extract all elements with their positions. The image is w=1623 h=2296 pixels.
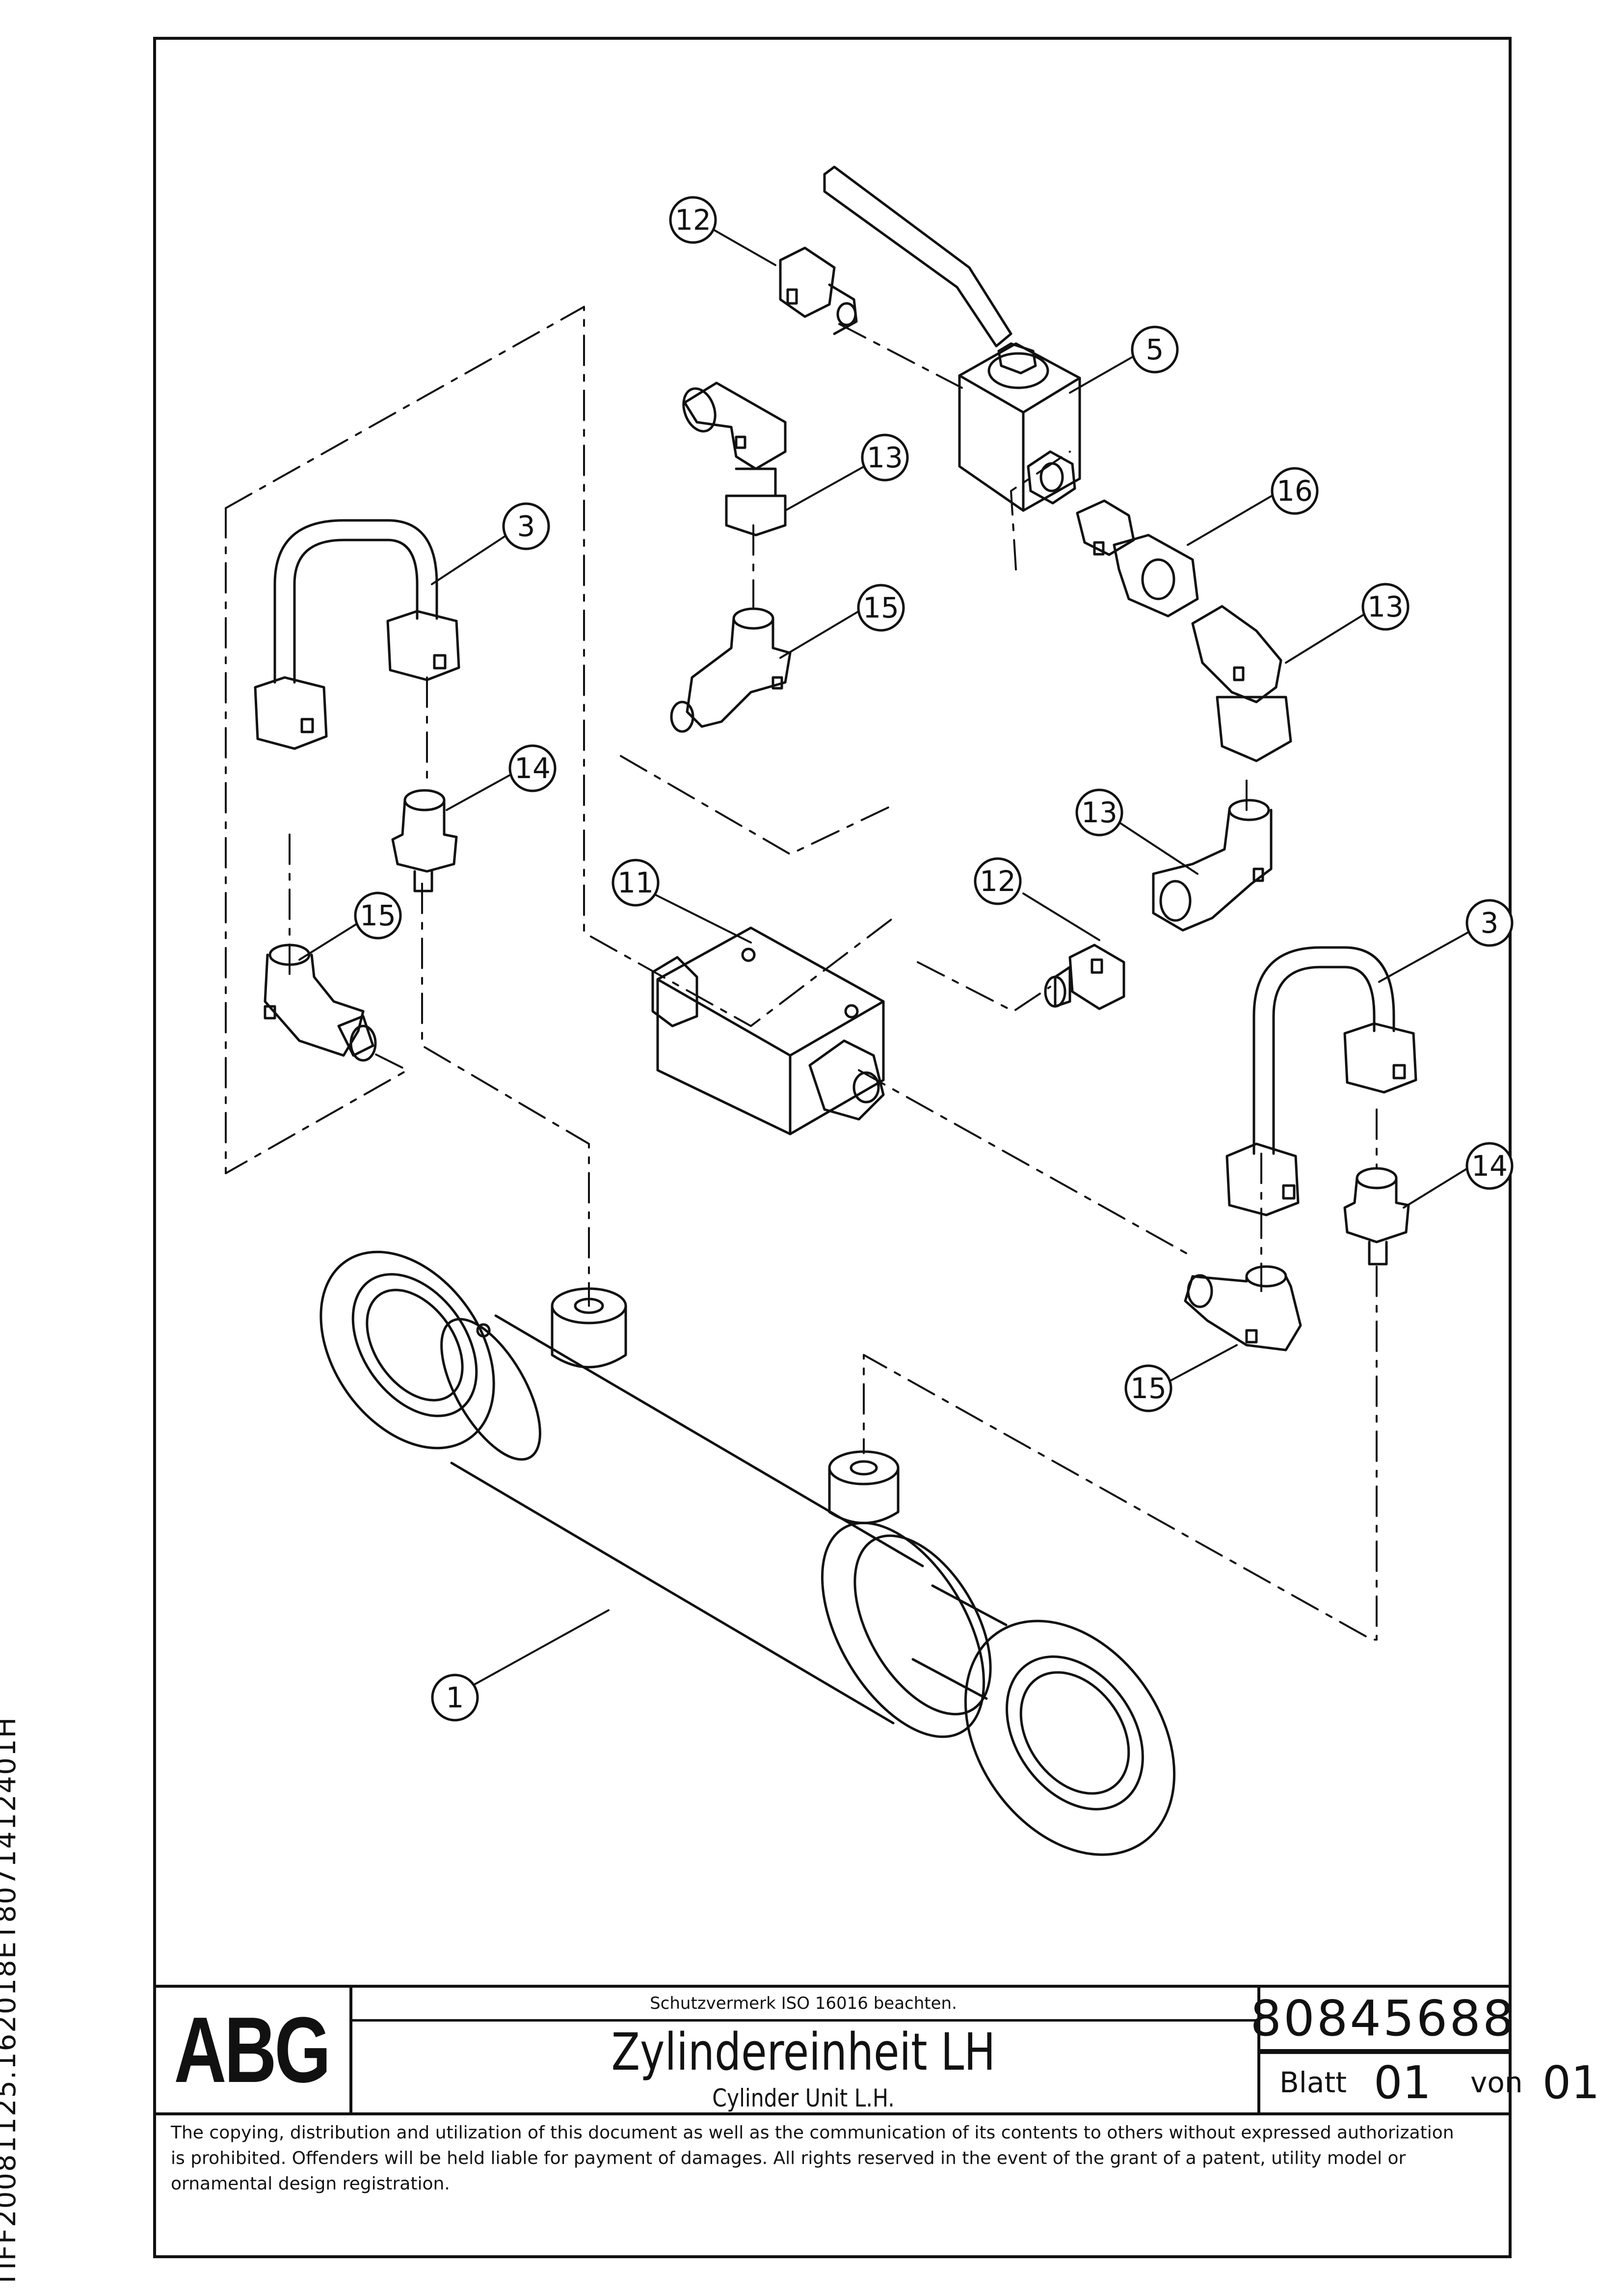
callout-circle — [502, 502, 550, 550]
elbow-15-middle — [670, 607, 792, 733]
callout-circle — [1361, 583, 1410, 631]
callout-circle — [1124, 1364, 1172, 1412]
callout-circle — [1271, 467, 1319, 515]
callout-label: 16 — [1277, 474, 1313, 508]
callout-label: 12 — [675, 203, 711, 237]
valve-block — [651, 926, 885, 1135]
title-cell: Schutzvermerk ISO 16016 beachten. Zylind… — [349, 1988, 1260, 2112]
callout-circle — [612, 859, 660, 907]
elbow-15-right — [1184, 1265, 1302, 1351]
number-cell: 80845688 Blatt 01 von 01 — [1251, 1988, 1600, 2112]
sheet-label: Blatt — [1279, 2066, 1347, 2099]
callout-circle — [354, 891, 402, 940]
pipe-3-left — [254, 519, 460, 750]
callout-circle — [1465, 1142, 1514, 1190]
callout-circle — [431, 1674, 479, 1722]
drawing-number: 80845688 — [1251, 1988, 1514, 2052]
callout-circle — [1465, 899, 1514, 947]
fitting-14-right — [1343, 1167, 1410, 1266]
fitting-12-lower — [1044, 944, 1125, 1010]
callout-label: 3 — [1481, 906, 1499, 940]
elbow-13-upper — [682, 381, 787, 537]
callout-label: 12 — [980, 864, 1016, 898]
fitting-16 — [1076, 499, 1199, 618]
logo-cell: ABG — [153, 1988, 352, 2112]
drawing-title-german: Zylindereinheit LH — [611, 2022, 996, 2082]
callout-label: 11 — [617, 866, 654, 899]
pipe-3-right — [1225, 946, 1417, 1216]
callout-label: 1 — [446, 1681, 464, 1714]
number-divider — [1257, 2052, 1512, 2054]
sheet-info: Blatt 01 von 01 — [1257, 2053, 1600, 2112]
callout-circle — [669, 196, 717, 244]
fitting-14-left — [391, 789, 458, 892]
callout-label: 15 — [863, 591, 899, 624]
of-label: von — [1470, 2066, 1523, 2099]
copyright-notice: The copying, distribution and utilizatio… — [153, 2112, 1512, 2258]
callout-circle — [508, 744, 557, 792]
copyright-line: The copying, distribution and utilizatio… — [171, 2123, 1454, 2143]
callout-circle — [857, 584, 905, 632]
callout-label: 15 — [1130, 1372, 1167, 1405]
protection-notice: Schutzvermerk ISO 16016 beachten. — [349, 1988, 1257, 2022]
callout-label: 13 — [1367, 590, 1404, 623]
elbow-15-left — [264, 944, 377, 1062]
drawing-frame — [153, 37, 1512, 2258]
sheet-total: 01 — [1542, 2056, 1600, 2109]
callout-label: 14 — [514, 752, 551, 785]
elbow-13-right — [1191, 605, 1292, 762]
callout-label: 15 — [360, 899, 396, 932]
sheet-number: 01 — [1373, 2056, 1432, 2109]
fitting-12-upper — [779, 246, 858, 335]
hydraulic-cylinder — [319, 1250, 1176, 1856]
elbow-13-lower — [1152, 799, 1273, 932]
callout-circle — [974, 857, 1022, 905]
drawing-title-english: Cylinder Unit L.H. — [712, 2084, 895, 2112]
dashed-assembly-lines — [225, 306, 1378, 1641]
callout-circles — [354, 196, 1514, 1722]
callout-label: 13 — [1081, 796, 1117, 829]
copyright-line: is prohibited. Offenders will be held li… — [171, 2148, 1406, 2168]
callout-circle — [1131, 325, 1179, 374]
callout-label: 13 — [867, 441, 903, 474]
copyright-line: ornamental design registration. — [171, 2174, 450, 2194]
callout-circle — [1075, 788, 1123, 837]
callout-circle — [861, 433, 909, 482]
callout-label: 5 — [1146, 333, 1164, 366]
company-logo: ABG — [174, 1998, 331, 2102]
callout-label: 14 — [1471, 1149, 1508, 1183]
document-code: TIFF20081125.162018ET8071412401H — [0, 1716, 22, 2288]
title-block: ABG Schutzvermerk ISO 16016 beachten. Zy… — [153, 1985, 1600, 2112]
callout-labels: 12 5 13 16 3 15 13 14 13 11 12 15 3 14 1… — [360, 203, 1508, 1714]
ball-valve — [823, 165, 1081, 512]
callout-label: 3 — [517, 510, 535, 543]
